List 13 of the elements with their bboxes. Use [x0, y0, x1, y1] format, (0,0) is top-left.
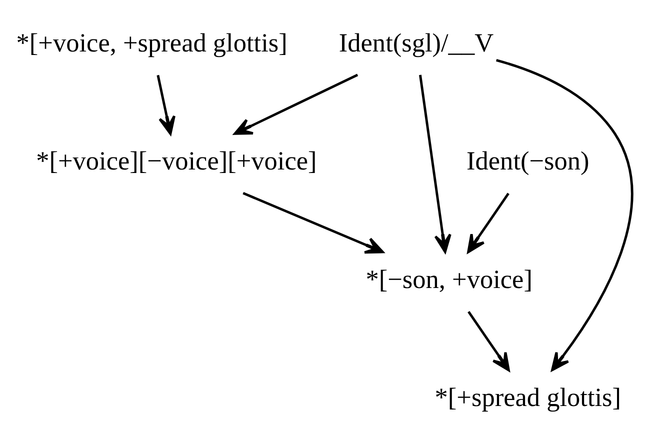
arrow	[467, 192, 510, 253]
node-text: *[+voice][−voice][+voice]	[36, 146, 317, 176]
node-text: *[−son, +voice]	[366, 264, 532, 294]
arrow	[496, 58, 634, 371]
node-text: Ident(−son)	[466, 146, 590, 176]
node-text: Ident(sgl)/__V	[338, 28, 494, 57]
arrow	[242, 192, 384, 254]
arrow	[234, 73, 358, 134]
arrow	[418, 74, 452, 252]
arrow	[468, 310, 510, 371]
arrow	[156, 74, 176, 134]
node-text: *[+spread glottis]	[434, 382, 622, 412]
node-text: *[+voice, +spread glottis]	[16, 28, 288, 57]
